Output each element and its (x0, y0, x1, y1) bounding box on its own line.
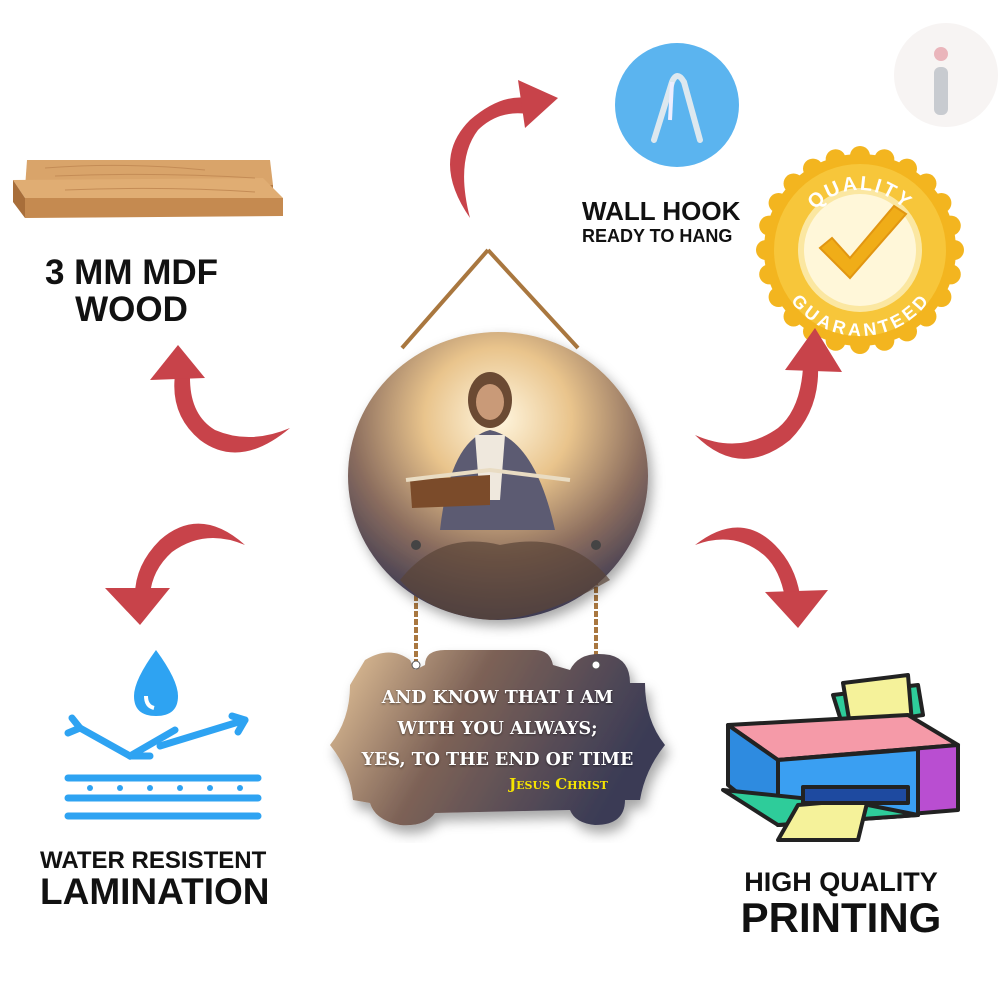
hook-label-line1: WALL HOOK (582, 196, 741, 226)
badge-scallop (940, 264, 961, 285)
quote-line: YES, TO THE END OF TIME (361, 750, 634, 770)
curved-arrow-icon (135, 523, 245, 595)
badge-scallop (768, 287, 789, 307)
wood-label-line2: WOOD (75, 289, 188, 329)
badge-scallop (756, 240, 776, 260)
badge-scallop (874, 330, 895, 351)
badge-scallop (759, 264, 780, 285)
badge-scallop (783, 173, 804, 194)
printing-label-line1: HIGH QUALITY (744, 867, 938, 897)
product-quote-sign: AND KNOW THAT I AM WITH YOU ALWAYS; YES,… (325, 645, 670, 830)
water-resistant-icon (64, 650, 262, 820)
badge-scallop (850, 146, 870, 166)
lamination-label-line2: LAMINATION (40, 871, 270, 913)
arrowhead-icon (150, 345, 205, 380)
printing-label-line2: PRINTING (740, 894, 942, 942)
printing-label: HIGH QUALITY PRINTING (736, 868, 946, 940)
quality-guaranteed-badge: QUALITY GUARANTEED (756, 146, 964, 354)
arrowhead-icon (105, 588, 170, 625)
quote-line: AND KNOW THAT I AM (381, 688, 614, 708)
product-round-plaque (348, 332, 648, 620)
quote-text: AND KNOW THAT I AM WITH YOU ALWAYS; YES,… (325, 683, 670, 776)
badge-scallop (825, 149, 846, 170)
hook-label: WALL HOOK READY TO HANG (582, 196, 741, 247)
curved-arrow-icon (695, 365, 819, 459)
arrowhead-icon (785, 328, 842, 372)
wood-planks-icon (13, 160, 283, 218)
lamination-label: WATER RESISTENT LAMINATION (40, 848, 270, 912)
curved-arrow-icon (450, 97, 535, 218)
wall-hook-icon (615, 43, 739, 167)
badge-scallop (759, 215, 780, 236)
badge-scallop (931, 287, 952, 307)
badge-scallop (783, 306, 804, 327)
quote-author: Jesus Christ (509, 775, 608, 793)
badge-scallop (874, 149, 895, 170)
brand-logo (894, 23, 998, 127)
badge-scallop (803, 158, 823, 179)
badge-scallop (768, 193, 789, 213)
curved-arrow-icon (174, 375, 290, 453)
badge-scallop (916, 306, 937, 327)
badge-scallop (897, 158, 917, 179)
printer-icon (721, 673, 960, 842)
badge-scallop (897, 321, 917, 342)
hook-label-line2: READY TO HANG (582, 226, 733, 247)
quote-line: WITH YOU ALWAYS; (397, 719, 598, 739)
arrowhead-icon (765, 590, 828, 628)
lamination-label-line1: WATER RESISTENT (40, 847, 267, 874)
badge-scallop (850, 334, 870, 354)
wood-label: 3 MM MDF WOOD (34, 253, 229, 329)
curved-arrow-icon (695, 527, 800, 598)
badge-scallop (916, 173, 937, 194)
arrowhead-icon (518, 80, 558, 128)
badge-scallop (825, 330, 846, 351)
wood-label-line1: 3 MM MDF (44, 253, 219, 292)
badge-scallop (940, 215, 961, 236)
badge-scallop (931, 193, 952, 213)
badge-scallop (944, 240, 964, 260)
